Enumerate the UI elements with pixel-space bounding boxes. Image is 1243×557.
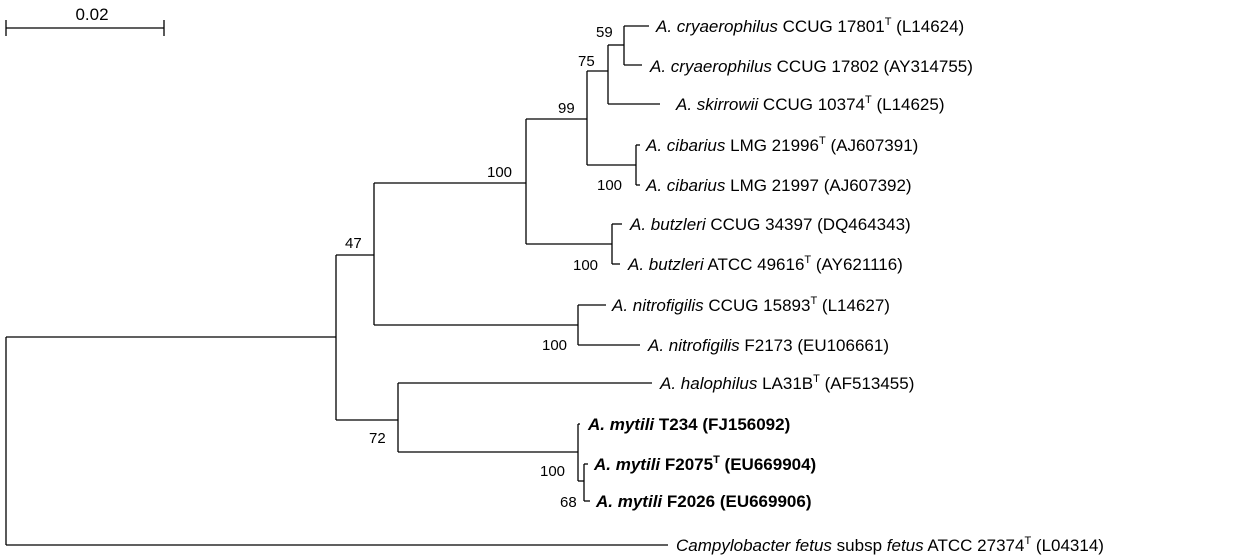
taxon-label: A. cryaerophilus CCUG 17802 (AY314755)	[649, 57, 973, 76]
bootstrap-value: 100	[573, 257, 598, 274]
taxon-label-highlight: A. mytili F2075T (EU669904)	[593, 454, 816, 474]
bootstrap-value: 99	[558, 100, 575, 117]
taxon-label: A. cibarius LMG 21996T (AJ607391)	[645, 135, 918, 155]
bootstrap-value: 100	[597, 177, 622, 194]
bootstrap-value: 47	[345, 235, 362, 252]
scale-bar-label: 0.02	[75, 5, 108, 24]
scale-bar: 0.02	[5, 5, 165, 36]
taxon-label: A. halophilus LA31BT (AF513455)	[659, 373, 914, 393]
taxon-label: A. butzleri ATCC 49616T (AY621116)	[627, 254, 903, 274]
taxon-label: A. cryaerophilus CCUG 17801T (L14624)	[655, 16, 964, 36]
bootstrap-value: 68	[560, 494, 577, 511]
taxon-label: A. skirrowii CCUG 10374T (L14625)	[675, 94, 945, 114]
bootstrap-value: 100	[542, 337, 567, 354]
taxon-label-highlight: A. mytili T234 (FJ156092)	[587, 415, 790, 434]
bootstrap-value: 72	[369, 430, 386, 447]
tree-branches	[5, 25, 668, 546]
bootstrap-value: 100	[487, 164, 512, 181]
taxon-labels: A. cryaerophilus CCUG 17801T (L14624) A.…	[587, 16, 1104, 555]
taxon-label-highlight: A. mytili F2026 (EU669906)	[595, 492, 811, 511]
bootstrap-value: 59	[596, 24, 613, 41]
taxon-label: A. nitrofigilis CCUG 15893T (L14627)	[611, 295, 890, 315]
taxon-label: A. cibarius LMG 21997 (AJ607392)	[645, 176, 912, 195]
taxon-label: A. nitrofigilis F2173 (EU106661)	[647, 336, 889, 355]
bootstrap-values: 59 75 99 100 100 100 100 47 72 100 68	[345, 24, 622, 511]
bootstrap-value: 100	[540, 463, 565, 480]
bootstrap-value: 75	[578, 53, 595, 70]
taxon-label: A. butzleri CCUG 34397 (DQ464343)	[629, 215, 911, 234]
taxon-label-outgroup: Campylobacter fetus subsp fetus ATCC 273…	[676, 535, 1104, 555]
